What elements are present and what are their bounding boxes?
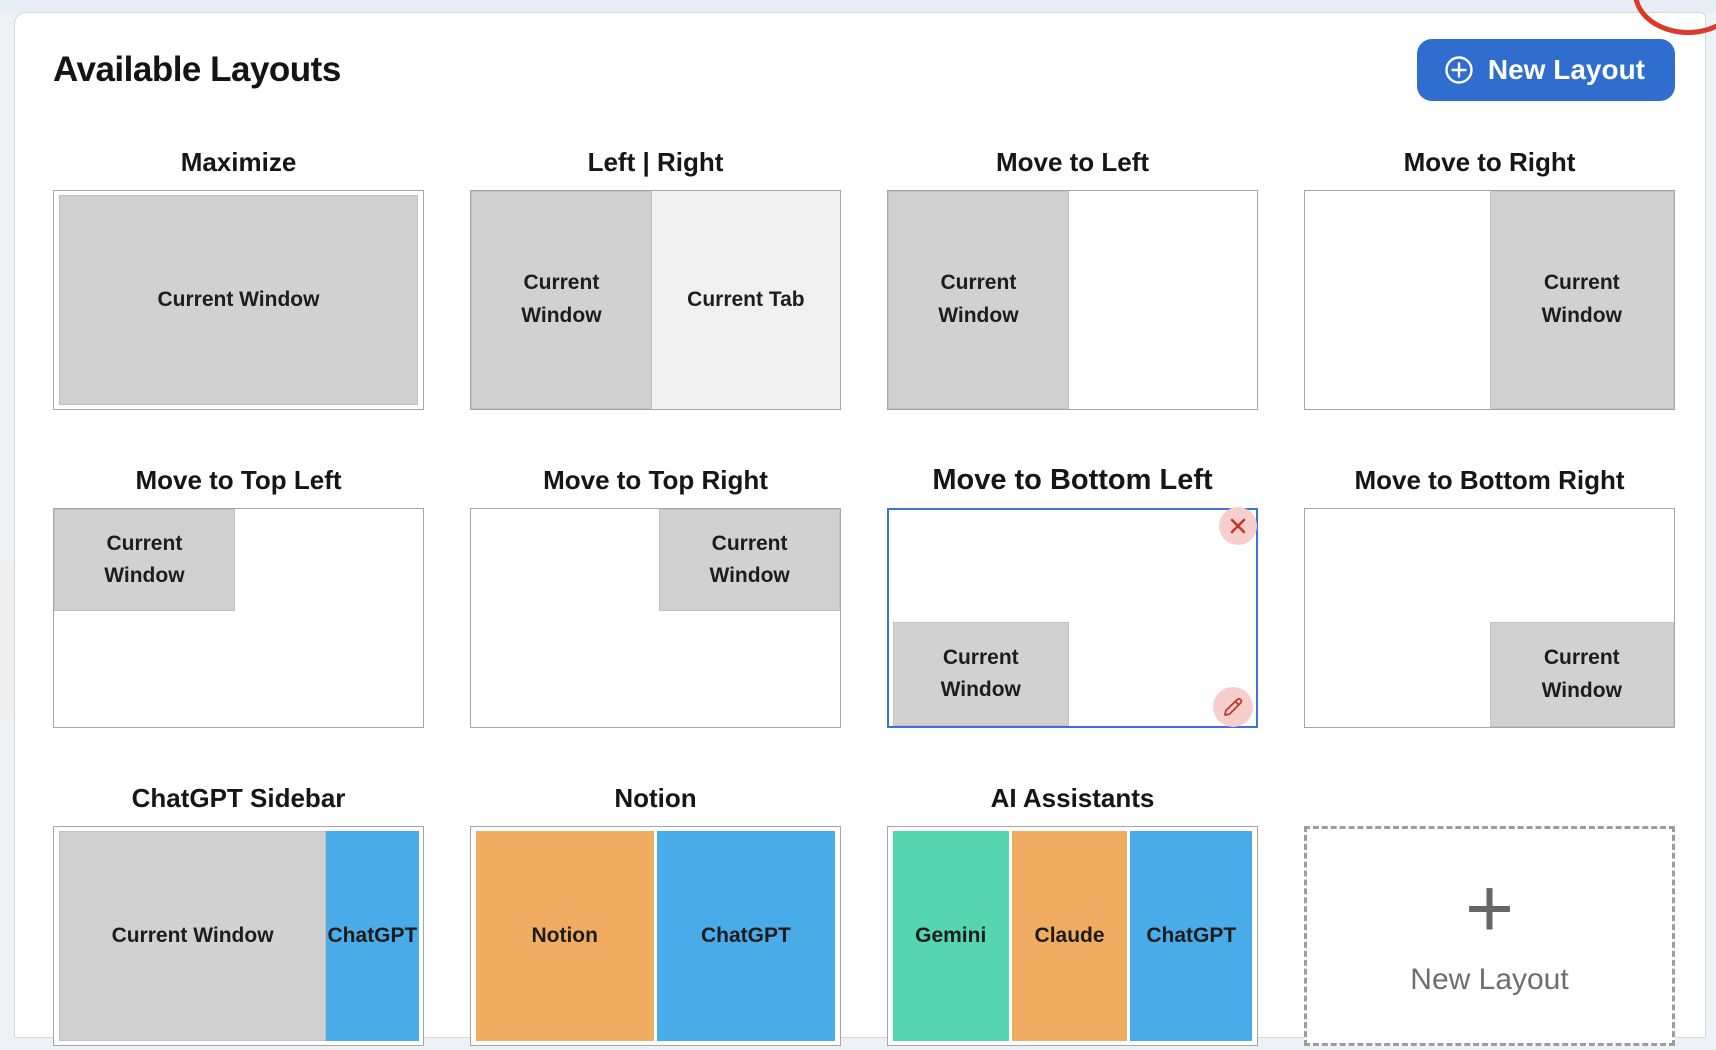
layout-card-title: Left | Right: [587, 147, 724, 177]
window-block-label: Current Window: [111, 923, 274, 947]
window-block-current-window: Current Window: [888, 191, 1069, 409]
layout-card-title: Move to Top Left: [135, 465, 342, 495]
layout-card-title: Notion: [614, 783, 697, 813]
delete-layout-icon[interactable]: [1219, 507, 1257, 545]
window-block-current-tab: Current Tab: [651, 191, 840, 409]
window-block-label: Current Window: [938, 271, 1019, 327]
layout-preview-move-to-right[interactable]: Current Window: [1304, 190, 1675, 410]
new-layout-button[interactable]: New Layout: [1416, 39, 1675, 101]
red-annotation-arc: [1633, 0, 1716, 35]
window-block-label: ChatGPT: [327, 923, 418, 947]
window-block-current-window: Current Window: [58, 195, 419, 405]
layout-card-title: Move to Top Right: [543, 465, 768, 495]
window-block-current-window: Current Window: [54, 509, 235, 612]
window-block-gemini: Gemini: [892, 831, 1009, 1041]
layout-card-title: Move to Bottom Left: [932, 464, 1213, 496]
window-block-label: Gemini: [915, 923, 987, 947]
layout-card-title: AI Assistants: [990, 783, 1155, 813]
layout-preview-chatgpt-sidebar[interactable]: Current Window ChatGPT: [53, 826, 424, 1046]
window-block-notion: Notion: [475, 831, 654, 1041]
new-layout-button-label: New Layout: [1487, 54, 1645, 85]
add-layout-cell: + New Layout: [1304, 780, 1675, 1046]
layout-preview-move-to-bottom-left[interactable]: Current Window: [887, 507, 1258, 728]
window-top-strip: [0, 0, 1716, 13]
layout-preview-move-to-top-right[interactable]: Current Window: [470, 508, 841, 728]
layout-preview-maximize[interactable]: Current Window: [53, 190, 424, 410]
window-block-current-window: Current Window: [659, 509, 840, 612]
plus-icon: +: [1464, 861, 1515, 956]
window-block-label: Current Window: [521, 271, 602, 327]
layout-preview-move-to-top-left[interactable]: Current Window: [53, 508, 424, 728]
panel-header: Available Layouts New Layout: [53, 37, 1675, 103]
window-block-claude: Claude: [1011, 831, 1128, 1041]
window-block-label: Claude: [1034, 923, 1105, 947]
layout-preview-left-right[interactable]: Current Window Current Tab: [470, 190, 841, 410]
edit-layout-icon[interactable]: [1213, 687, 1253, 727]
window-block-current-window: Current Window: [471, 191, 652, 409]
window-block-label: Current Window: [940, 645, 1021, 702]
page-title: Available Layouts: [53, 50, 341, 89]
layout-preview-move-to-left[interactable]: Current Window: [887, 190, 1258, 410]
window-block-chatgpt: ChatGPT: [326, 831, 419, 1041]
layout-preview-move-to-bottom-right[interactable]: Current Window: [1304, 508, 1675, 728]
window-block-current-window: Current Window: [1489, 191, 1674, 409]
window-block-label: Current Window: [1541, 271, 1622, 327]
window-block-label: ChatGPT: [700, 923, 791, 947]
window-block-chatgpt: ChatGPT: [656, 831, 836, 1041]
window-block-current-window: Current Window: [1489, 622, 1674, 727]
add-new-layout-card[interactable]: + New Layout: [1304, 826, 1675, 1046]
layout-card-title: ChatGPT Sidebar: [131, 783, 346, 813]
window-block-current-window: Current Window: [58, 831, 327, 1041]
layout-card-title: Move to Left: [995, 147, 1150, 177]
window-block-label: Current Tab: [687, 287, 805, 311]
window-block-label: ChatGPT: [1146, 923, 1237, 947]
window-block-label: Notion: [531, 923, 598, 947]
window-block-label: Current Window: [1541, 646, 1622, 702]
plus-circle-icon: [1443, 54, 1475, 86]
window-block-chatgpt: ChatGPT: [1130, 831, 1253, 1041]
layout-card-title: Maximize: [180, 147, 297, 177]
window-block-current-window: Current Window: [892, 622, 1069, 726]
layout-preview-notion[interactable]: Notion ChatGPT: [470, 826, 841, 1046]
window-block-label: Current Window: [104, 531, 185, 588]
add-new-layout-label: New Layout: [1410, 962, 1569, 996]
layout-card-title: Move to Right: [1403, 147, 1576, 177]
layout-preview-ai-assistants[interactable]: Gemini Claude ChatGPT: [887, 826, 1258, 1046]
window-block-label: Current Window: [157, 287, 320, 311]
layout-card-title: Move to Bottom Right: [1354, 465, 1625, 495]
window-block-label: Current Window: [709, 531, 790, 588]
